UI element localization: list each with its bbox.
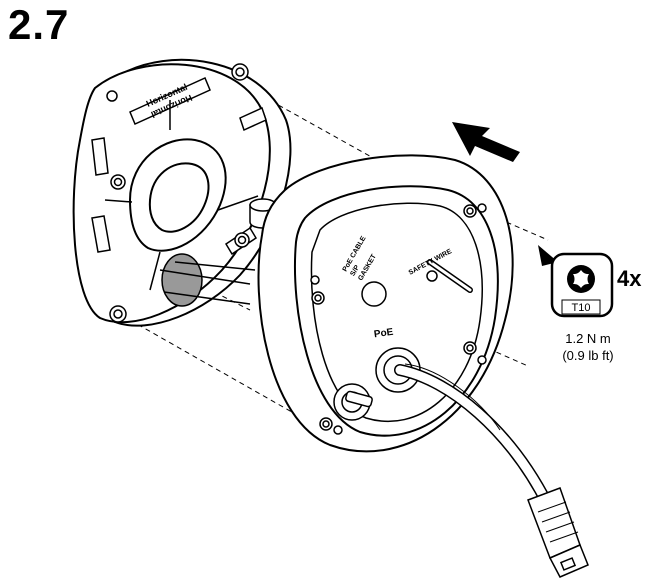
step-number: 2.7 [8, 1, 70, 48]
poe-cable [394, 363, 554, 511]
bit-label: T10 [572, 302, 591, 314]
arrow-left-up-icon [452, 122, 520, 162]
cable-through-plate [159, 253, 256, 307]
rj45-connector [527, 487, 589, 578]
torque-imperial: (0.9 lb ft) [562, 348, 614, 363]
tool-callout: T10 4x [538, 245, 642, 318]
poe-label: PoE [373, 327, 394, 341]
cable-label-2: S/P [349, 264, 361, 278]
quantity-label: 4x [617, 266, 642, 291]
torque-metric: 1.2 N m [565, 331, 611, 346]
torx-bit-icon [567, 265, 595, 293]
torque-value: 1.2 N m (0.9 lb ft) [548, 330, 628, 364]
back-box [257, 154, 514, 453]
